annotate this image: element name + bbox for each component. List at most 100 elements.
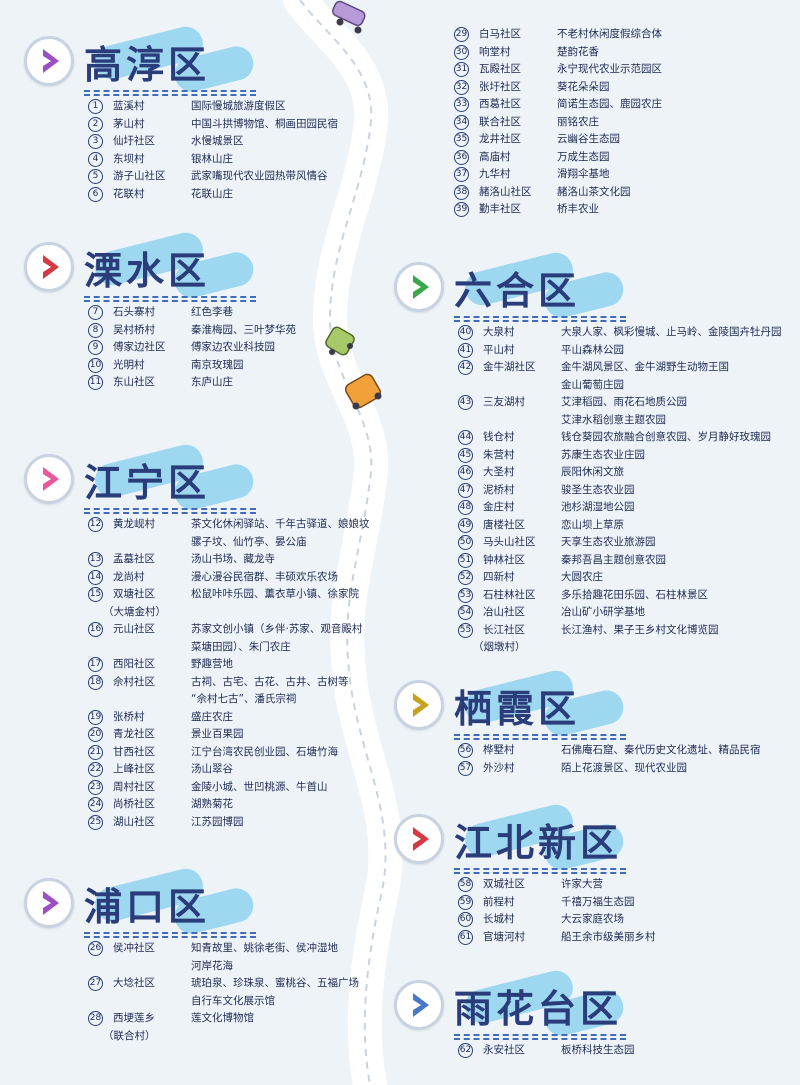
- attraction-text: 平山森林公园: [561, 343, 624, 356]
- village-name: 朱营村: [483, 448, 515, 461]
- entry-number: 51: [458, 552, 473, 568]
- entry-number: 34: [454, 114, 469, 130]
- entry-number: 15: [88, 587, 103, 602]
- dashed-divider: [454, 734, 626, 736]
- village-name: 花联村: [113, 187, 145, 200]
- entry-number: 22: [88, 762, 103, 777]
- village-name: 西葛社区: [479, 98, 521, 110]
- attraction-text: 江苏园博园: [191, 815, 244, 828]
- district-name: 六合区: [454, 269, 581, 313]
- list-item: 艾津水稻创意主题农园: [458, 412, 794, 430]
- village-spacer: [103, 534, 191, 552]
- entry-number: 24: [88, 797, 103, 812]
- entry-number: 20: [88, 727, 103, 742]
- village-name: 周村社区: [113, 780, 155, 793]
- village-name: 蓝溪村: [113, 100, 145, 112]
- attraction-text: 红色李巷: [191, 306, 233, 318]
- village-name: 永安社区: [483, 1044, 525, 1056]
- attraction-text: 万成生态园: [557, 150, 610, 163]
- attraction-text: 船王余市级美丽乡村: [561, 930, 656, 943]
- village-name: 钱仓村: [483, 431, 515, 443]
- entry-number: 3: [88, 134, 103, 149]
- entry-number: 44: [458, 430, 473, 445]
- dashed-divider: [454, 868, 626, 870]
- entry-number: 41: [458, 342, 473, 358]
- entry-number: 52: [458, 570, 473, 585]
- chevron-right-icon: [394, 980, 444, 1030]
- dashed-divider: [84, 94, 256, 96]
- village-name: 双城社区: [483, 878, 525, 890]
- attraction-text: 河岸花海: [191, 959, 233, 972]
- attraction-text: 茶文化休闲驿站、千年古驿道、娘娘坟: [191, 518, 370, 530]
- village-name: 长江社区: [483, 623, 525, 636]
- village-name: 大埝社区: [113, 977, 155, 989]
- attraction-text: 赭洛山茶文化园: [557, 185, 631, 198]
- list-item: 河岸花海: [88, 958, 364, 976]
- list-item: （大塘金村）: [88, 604, 364, 622]
- car-orange-icon: [344, 373, 382, 410]
- entry-number: 29: [454, 27, 469, 42]
- entry-number: 36: [454, 149, 469, 165]
- list-item: 菜塘田园）、朱门农庄: [88, 639, 364, 657]
- entry-number: 56: [458, 743, 473, 758]
- village-name: 吴村桥村: [113, 323, 155, 336]
- village-name: 前程村: [483, 895, 515, 908]
- district-name: 溧水区: [84, 249, 211, 293]
- village-name: 孟墓社区: [113, 553, 155, 565]
- village-name: 侯冲社区: [113, 942, 155, 954]
- attraction-text: 武家嘴现代农业园热带风情谷: [191, 170, 328, 182]
- attraction-text: 湖熟菊花: [191, 798, 233, 810]
- attraction-text: 板桥科技生态园: [561, 1044, 635, 1056]
- entry-number: 55: [458, 622, 473, 638]
- dashed-divider: [84, 296, 256, 298]
- entry-number: 17: [88, 657, 103, 672]
- village-name: 湖山社区: [113, 815, 155, 828]
- village-name: 金庄村: [483, 501, 515, 513]
- chevron-right-icon: [24, 36, 74, 86]
- village-name: 泥桥村: [483, 483, 515, 496]
- district-header: 雨花台区: [394, 967, 794, 1042]
- attraction-text: 千禧万福生态园: [561, 895, 635, 908]
- village-name: 金牛湖社区: [483, 361, 536, 373]
- attraction-text: 冶山矿小研学基地: [561, 606, 645, 618]
- attraction-text: 不老村休闲度假综合体: [557, 28, 662, 40]
- attraction-text: 汤山书场、藏龙寺: [191, 553, 275, 565]
- village-name: 石头寨村: [113, 306, 155, 318]
- village-name: 官塘河村: [483, 930, 525, 943]
- district-header: 江宁区: [24, 441, 364, 516]
- attraction-text: 钱仓葵园农旅融合创意农园、岁月静好玫瑰园: [561, 431, 771, 443]
- attraction-text: “佘村七古”、潘氏宗祠: [191, 693, 297, 705]
- village-name: 元山社区: [113, 623, 155, 635]
- village-name: 九华村: [479, 168, 511, 180]
- entry-number: 11: [88, 375, 103, 390]
- entry-number: 7: [88, 305, 103, 320]
- district-header: 高淳区: [24, 23, 354, 98]
- car-green-icon: [325, 326, 355, 356]
- entry-number: 28: [88, 1011, 103, 1026]
- car-purple-icon: [332, 0, 366, 34]
